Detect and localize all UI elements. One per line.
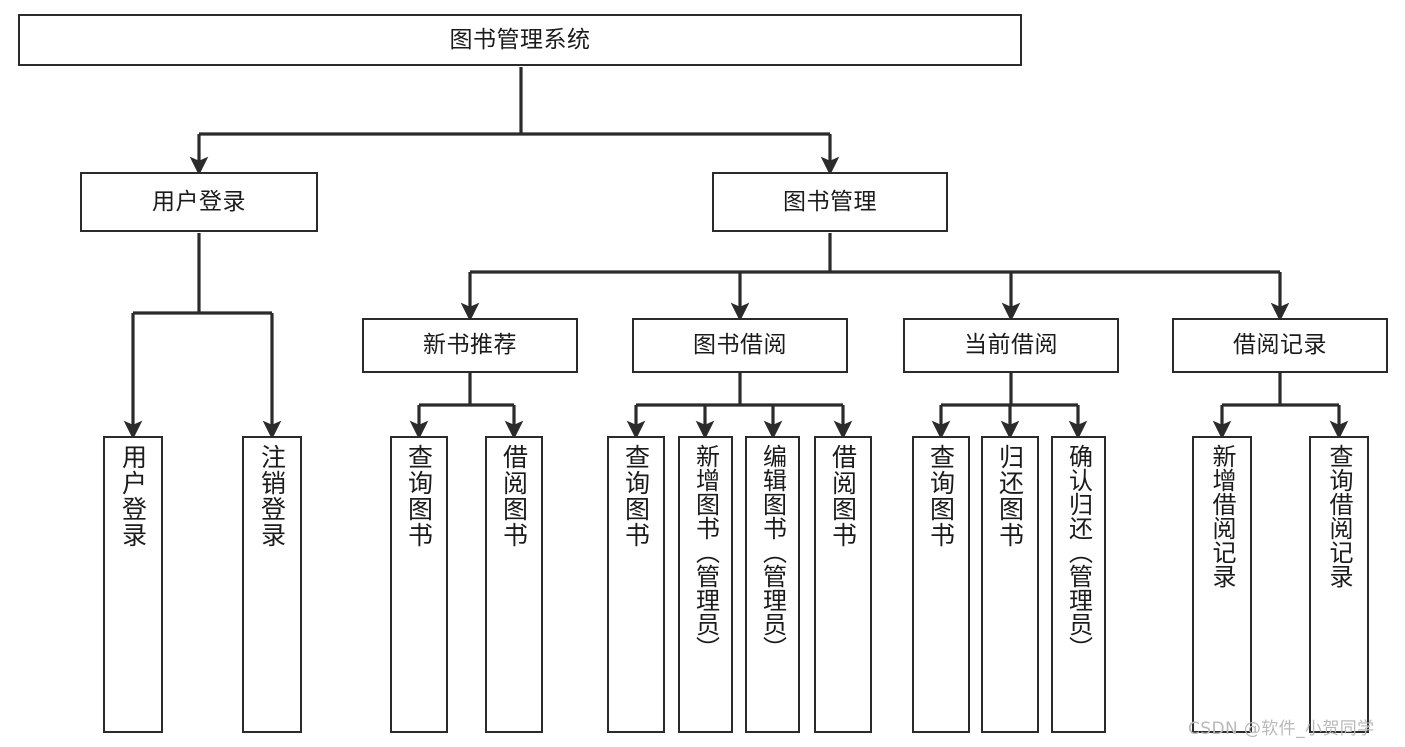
watermark: CSDN @软件_小贺同学 — [1188, 719, 1375, 739]
node-book-manage[interactable]: 图书管理 — [712, 172, 948, 232]
node-user-login-label: 用户登录 — [152, 188, 246, 215]
node-leaf-add-book-admin[interactable]: 新增图书（管理员） — [678, 436, 733, 733]
node-root[interactable]: 图书管理系统 — [18, 14, 1022, 66]
node-leaf-query-borrow-record[interactable]: 查询借阅记录 — [1309, 436, 1369, 733]
node-current-borrow-label: 当前借阅 — [964, 332, 1058, 359]
node-leaf-logout-login-label: 注销登录 — [257, 444, 287, 548]
node-user-login[interactable]: 用户登录 — [80, 172, 318, 232]
node-leaf-query-book-1-label: 查询图书 — [404, 444, 434, 548]
node-leaf-return-book[interactable]: 归还图书 — [981, 436, 1039, 733]
node-leaf-borrow-book-1-label: 借阅图书 — [499, 444, 529, 548]
node-root-label: 图书管理系统 — [449, 26, 591, 53]
node-leaf-borrow-book-2-label: 借阅图书 — [828, 444, 858, 548]
node-leaf-user-login-label: 用户登录 — [118, 444, 148, 548]
node-leaf-user-login[interactable]: 用户登录 — [103, 436, 163, 733]
node-leaf-query-book-2[interactable]: 查询图书 — [607, 436, 665, 733]
node-leaf-add-book-admin-label: 新增图书（管理员） — [691, 444, 720, 660]
node-leaf-query-book-2-label: 查询图书 — [621, 444, 651, 548]
node-book-borrow-label: 图书借阅 — [693, 332, 787, 359]
node-borrow-record[interactable]: 借阅记录 — [1172, 318, 1388, 373]
node-leaf-query-book-1[interactable]: 查询图书 — [390, 436, 448, 733]
node-current-borrow[interactable]: 当前借阅 — [903, 318, 1119, 373]
node-book-borrow[interactable]: 图书借阅 — [632, 318, 848, 373]
node-leaf-edit-book-admin[interactable]: 编辑图书（管理员） — [745, 436, 800, 733]
node-leaf-logout-login[interactable]: 注销登录 — [242, 436, 302, 733]
node-leaf-query-book-3-label: 查询图书 — [926, 444, 956, 548]
node-leaf-confirm-return-admin[interactable]: 确认归还（管理员） — [1051, 436, 1106, 733]
node-leaf-query-book-3[interactable]: 查询图书 — [912, 436, 970, 733]
node-leaf-query-borrow-record-label: 查询借阅记录 — [1325, 444, 1353, 588]
node-leaf-return-book-label: 归还图书 — [995, 444, 1025, 548]
node-borrow-record-label: 借阅记录 — [1233, 332, 1327, 359]
node-leaf-edit-book-admin-label: 编辑图书（管理员） — [758, 444, 787, 660]
node-book-manage-label: 图书管理 — [783, 188, 877, 215]
node-leaf-add-borrow-record-label: 新增借阅记录 — [1208, 444, 1236, 588]
node-leaf-borrow-book-1[interactable]: 借阅图书 — [485, 436, 543, 733]
node-new-book-recommend-label: 新书推荐 — [423, 332, 517, 359]
node-new-book-recommend[interactable]: 新书推荐 — [362, 318, 578, 373]
node-leaf-borrow-book-2[interactable]: 借阅图书 — [814, 436, 872, 733]
node-leaf-add-borrow-record[interactable]: 新增借阅记录 — [1192, 436, 1252, 733]
node-leaf-confirm-return-admin-label: 确认归还（管理员） — [1064, 444, 1093, 660]
